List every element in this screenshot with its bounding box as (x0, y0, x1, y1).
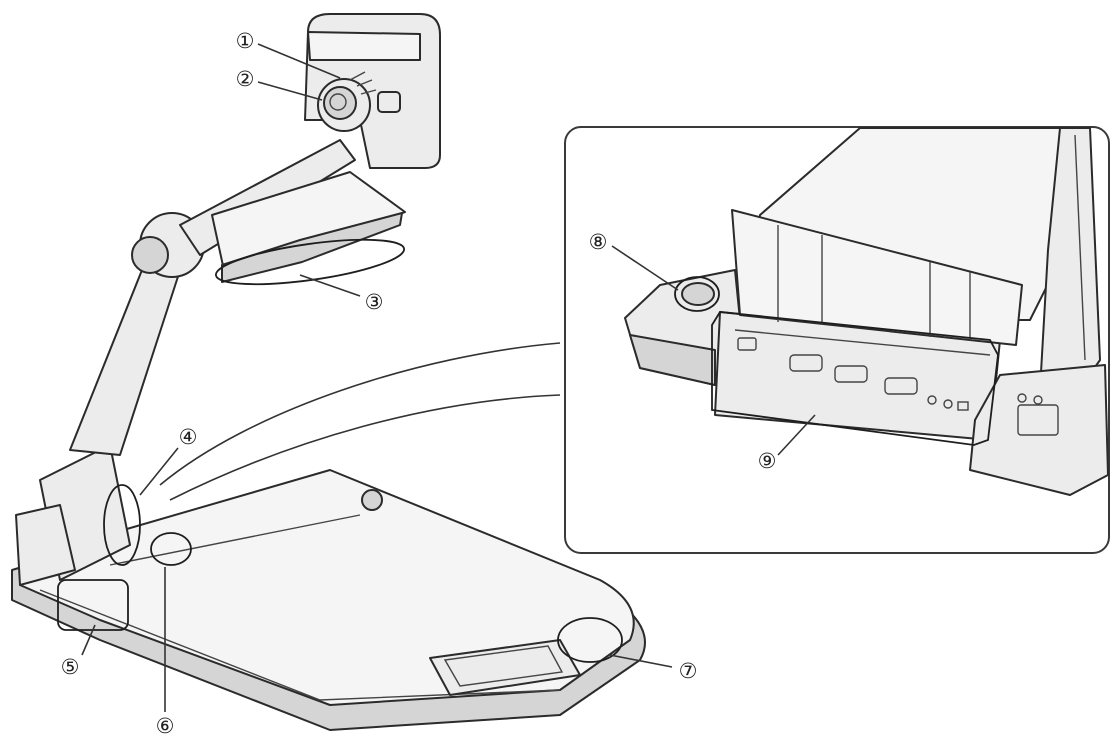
callout-4: ④ (179, 425, 198, 449)
callout-5: ⑤ (61, 655, 80, 679)
highlight-markers (57, 238, 999, 663)
marker-7-control (557, 617, 623, 663)
marker-8-port (674, 276, 720, 312)
marker-6-port (150, 532, 192, 566)
document-camera (11, 13, 646, 731)
callout-8: ⑧ (589, 230, 608, 254)
zoom-connector-lines (159, 342, 561, 501)
marker-9-panel (711, 311, 999, 446)
callout-1: ① (236, 29, 255, 53)
callout-7: ⑦ (679, 659, 698, 683)
callout-2: ② (236, 67, 255, 91)
callout-6: ⑥ (156, 714, 175, 738)
rear-view-inset (564, 126, 1110, 554)
callout-labels: ① ② ③ ④ ⑤ ⑥ ⑦ ⑧ ⑨ (61, 29, 777, 738)
callout-3: ③ (365, 290, 384, 314)
leader-lines (81, 43, 816, 712)
marker-4-arm (103, 484, 141, 566)
callout-9: ⑨ (758, 449, 777, 473)
